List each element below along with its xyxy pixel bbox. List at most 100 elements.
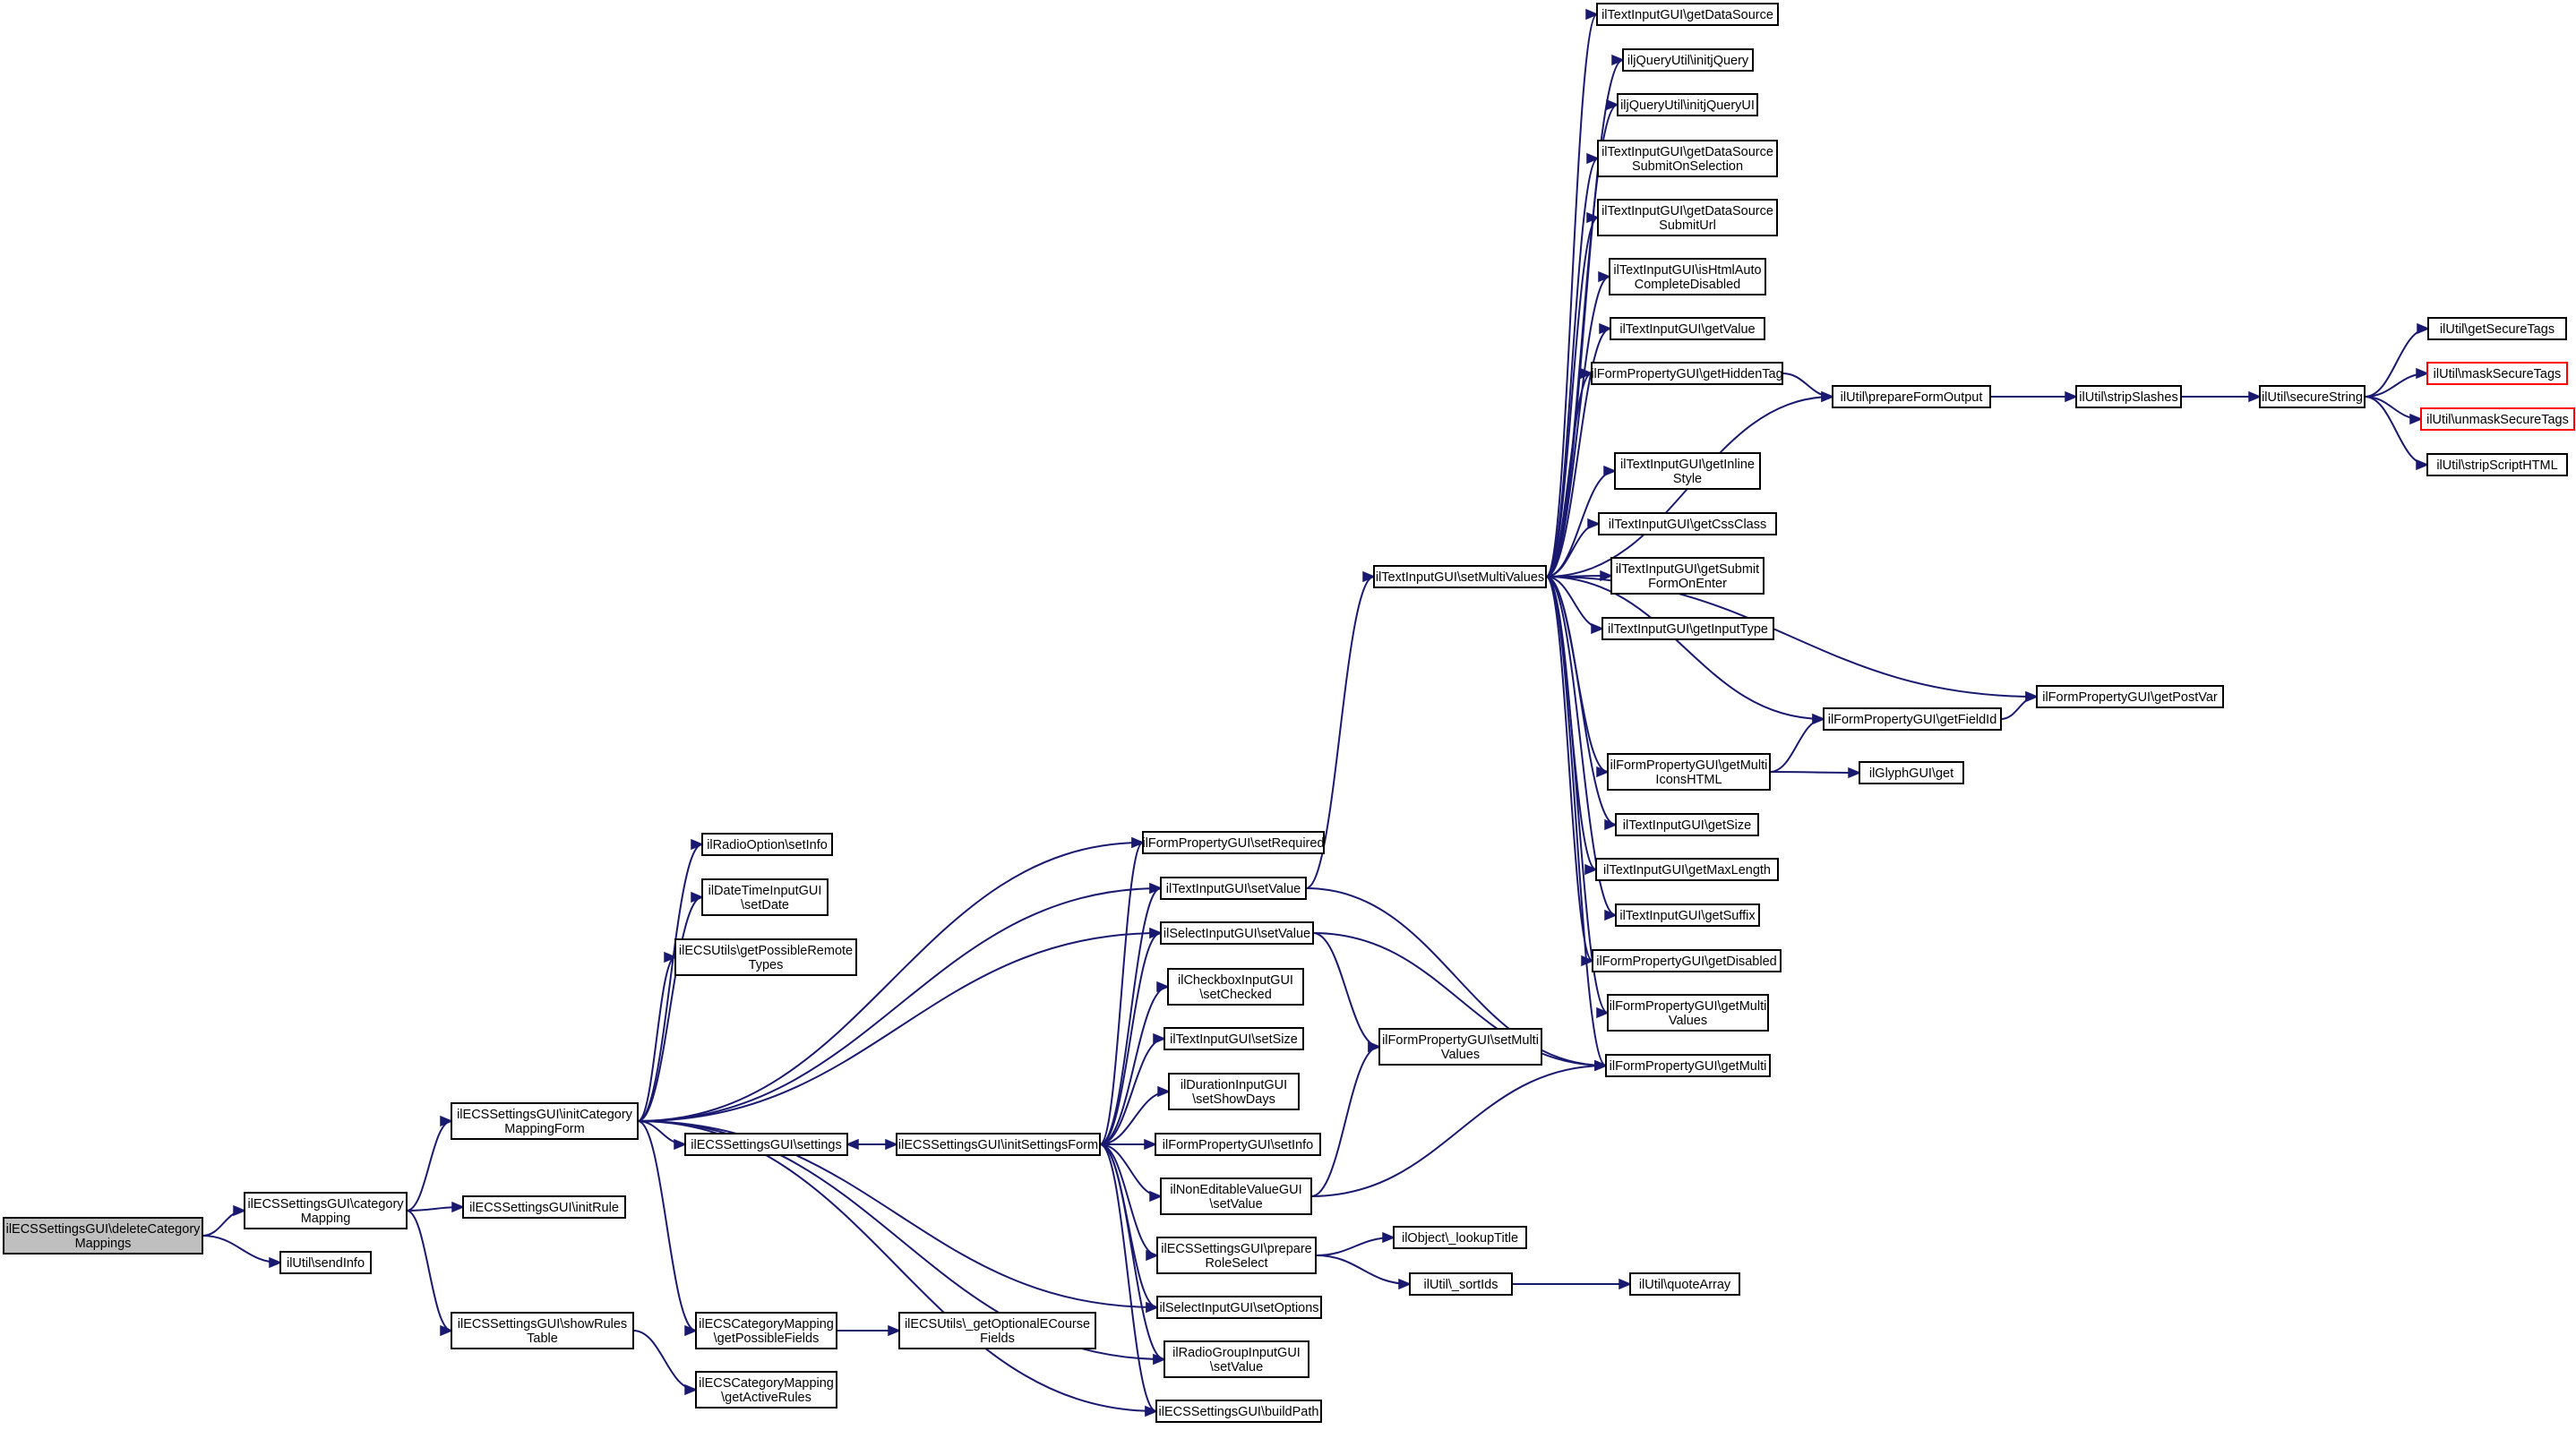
edge-init-settings-form-to-checkbox-set-checked <box>1099 980 1170 1145</box>
edge-line <box>1099 1143 1157 1412</box>
edge-init-settings-form-to-settings <box>846 1138 897 1151</box>
node-date-time-set-date[interactable]: ilDateTimeInputGUI\setDate <box>701 878 829 916</box>
edge-arrowhead <box>1604 909 1618 921</box>
edge-root-to-category-mapping <box>202 1204 246 1237</box>
edge-init-settings-form-to-duration-set-show-days <box>1099 1085 1171 1145</box>
node-init-settings-form[interactable]: ilECSSettingsGUI\initSettingsForm <box>896 1133 1101 1156</box>
node-label: \setValue <box>1209 1197 1262 1212</box>
node-box <box>1629 1272 1740 1296</box>
node-get-secure-tags[interactable]: ilUtil\getSecureTags <box>2427 317 2567 340</box>
node-send-info[interactable]: ilUtil\sendInfo <box>279 1251 372 1274</box>
node-get-value[interactable]: ilTextInputGUI\getValue <box>1610 317 1765 340</box>
node-box <box>1160 921 1314 945</box>
node-box <box>701 878 829 916</box>
node-settings[interactable]: ilECSSettingsGUI\settings <box>684 1133 848 1156</box>
node-box <box>1163 1340 1309 1378</box>
node-prepare-form-output[interactable]: ilUtil\prepareFormOutput <box>1832 385 1991 408</box>
node-get-css-class[interactable]: ilTextInputGUI\getCssClass <box>1598 512 1777 535</box>
node-get-data-source[interactable]: ilTextInputGUI\getDataSource <box>1596 3 1779 26</box>
node-get-size[interactable]: ilTextInputGUI\getSize <box>1615 813 1759 836</box>
node-radio-group-set-value[interactable]: ilRadioGroupInputGUI\setValue <box>1163 1340 1309 1378</box>
edge-category-mapping-to-show-rules-table <box>406 1210 453 1337</box>
node-mask-secure-tags[interactable]: ilUtil\maskSecureTags <box>2426 362 2568 385</box>
node-label: ilNonEditableValueGUI <box>1170 1183 1301 1197</box>
node-non-editable-set-value[interactable]: ilNonEditableValueGUI\setValue <box>1160 1177 1312 1215</box>
node-glyph-get[interactable]: ilGlyphGUI\get <box>1859 761 1964 784</box>
node-duration-set-show-days[interactable]: ilDurationInputGUI\setShowDays <box>1168 1073 1300 1110</box>
node-box <box>701 833 833 856</box>
node-radio-option-set-info[interactable]: ilRadioOption\setInfo <box>701 833 833 856</box>
node-label: ilUtil\prepareFormOutput <box>1841 390 1983 405</box>
node-form-prop-set-info[interactable]: ilFormPropertyGUI\setInfo <box>1155 1133 1321 1156</box>
node-init-rule[interactable]: ilECSSettingsGUI\initRule <box>462 1195 626 1219</box>
node-get-disabled[interactable]: ilFormPropertyGUI\getDisabled <box>1592 949 1782 972</box>
node-checkbox-set-checked[interactable]: ilCheckboxInputGUI\setChecked <box>1167 968 1304 1006</box>
node-secure-string[interactable]: ilUtil\secureString <box>2259 385 2366 408</box>
node-box <box>1597 140 1778 177</box>
node-get-suffix[interactable]: ilTextInputGUI\getSuffix <box>1615 903 1760 927</box>
node-form-prop-set-multi-values[interactable]: ilFormPropertyGUI\setMultiValues <box>1378 1028 1542 1066</box>
node-set-multi-values[interactable]: ilTextInputGUI\setMultiValues <box>1373 565 1547 588</box>
node-get-data-source-submit-on-selection[interactable]: ilTextInputGUI\getDataSourceSubmitOnSele… <box>1597 140 1778 177</box>
edge-secure-string-to-mask-secure-tags <box>2364 367 2429 398</box>
node-label: ilTextInputGUI\getInputType <box>1608 622 1768 637</box>
node-quote-array[interactable]: ilUtil\quoteArray <box>1629 1272 1740 1296</box>
node-sort-ids[interactable]: ilUtil\_sortIds <box>1409 1272 1513 1296</box>
node-get-field-id[interactable]: ilFormPropertyGUI\getFieldId <box>1823 707 2002 731</box>
node-get-hidden-tag[interactable]: ilFormPropertyGUI\getHiddenTag <box>1591 362 1783 385</box>
node-strip-script-html[interactable]: ilUtil\stripScriptHTML <box>2426 453 2568 476</box>
node-unmask-secure-tags[interactable]: ilUtil\unmaskSecureTags <box>2420 407 2575 431</box>
node-box <box>451 1102 639 1140</box>
node-lookup-title[interactable]: ilObject\_lookupTitle <box>1393 1226 1527 1249</box>
edge-arrowhead <box>1584 863 1598 876</box>
node-initj-query[interactable]: iljQueryUtil\initjQuery <box>1622 48 1754 72</box>
node-is-html-auto-complete-disabled[interactable]: ilTextInputGUI\isHtmlAutoCompleteDisable… <box>1609 258 1766 295</box>
node-build-path[interactable]: ilECSSettingsGUI\buildPath <box>1155 1400 1322 1423</box>
edge-line <box>1099 1038 1165 1145</box>
node-box <box>684 1133 848 1156</box>
edge-arrowhead <box>684 1324 698 1337</box>
node-get-input-type[interactable]: ilTextInputGUI\getInputType <box>1601 617 1774 640</box>
node-select-set-value[interactable]: ilSelectInputGUI\setValue <box>1160 921 1314 945</box>
edge-init-category-mapping-form-to-text-set-value <box>637 882 1163 1122</box>
node-get-max-length[interactable]: ilTextInputGUI\getMaxLength <box>1595 858 1779 881</box>
node-label: ilFormPropertyGUI\getMulti <box>1610 1059 1767 1074</box>
edge-set-multi-values-to-is-html-auto-complete-disabled <box>1545 270 1611 578</box>
node-get-active-rules[interactable]: ilECSCategoryMapping\getActiveRules <box>695 1371 837 1409</box>
edge-line <box>637 1120 1157 1412</box>
node-label: Values <box>1669 1014 1707 1028</box>
node-strip-slashes[interactable]: ilUtil\stripSlashes <box>2075 385 2182 408</box>
edge-set-multi-values-to-get-suffix <box>1545 576 1618 921</box>
node-box <box>1605 1054 1771 1077</box>
node-box <box>1832 385 1991 408</box>
node-get-post-var[interactable]: ilFormPropertyGUI\getPostVar <box>2036 685 2224 708</box>
node-text-set-size[interactable]: ilTextInputGUI\setSize <box>1163 1027 1304 1050</box>
node-label: ilECSSettingsGUI\showRules <box>458 1317 627 1332</box>
node-box <box>1592 949 1782 972</box>
node-label: ilECSCategoryMapping <box>699 1376 834 1391</box>
node-get-multi[interactable]: ilFormPropertyGUI\getMulti <box>1605 1054 1771 1077</box>
node-set-required[interactable]: ilFormPropertyGUI\setRequired <box>1142 831 1325 854</box>
node-label: ilTextInputGUI\setSize <box>1170 1032 1298 1047</box>
edge-line <box>1099 842 1144 1145</box>
node-select-set-options[interactable]: ilSelectInputGUI\setOptions <box>1156 1296 1322 1319</box>
node-initj-query-ui[interactable]: iljQueryUtil\initjQueryUI <box>1617 93 1758 116</box>
node-box <box>2426 362 2568 385</box>
node-box <box>1163 1027 1304 1050</box>
edge-arrowhead <box>888 1324 901 1337</box>
node-text-set-value[interactable]: ilTextInputGUI\setValue <box>1160 877 1307 900</box>
node-get-possible-fields[interactable]: ilECSCategoryMapping\getPossibleFields <box>695 1312 837 1349</box>
